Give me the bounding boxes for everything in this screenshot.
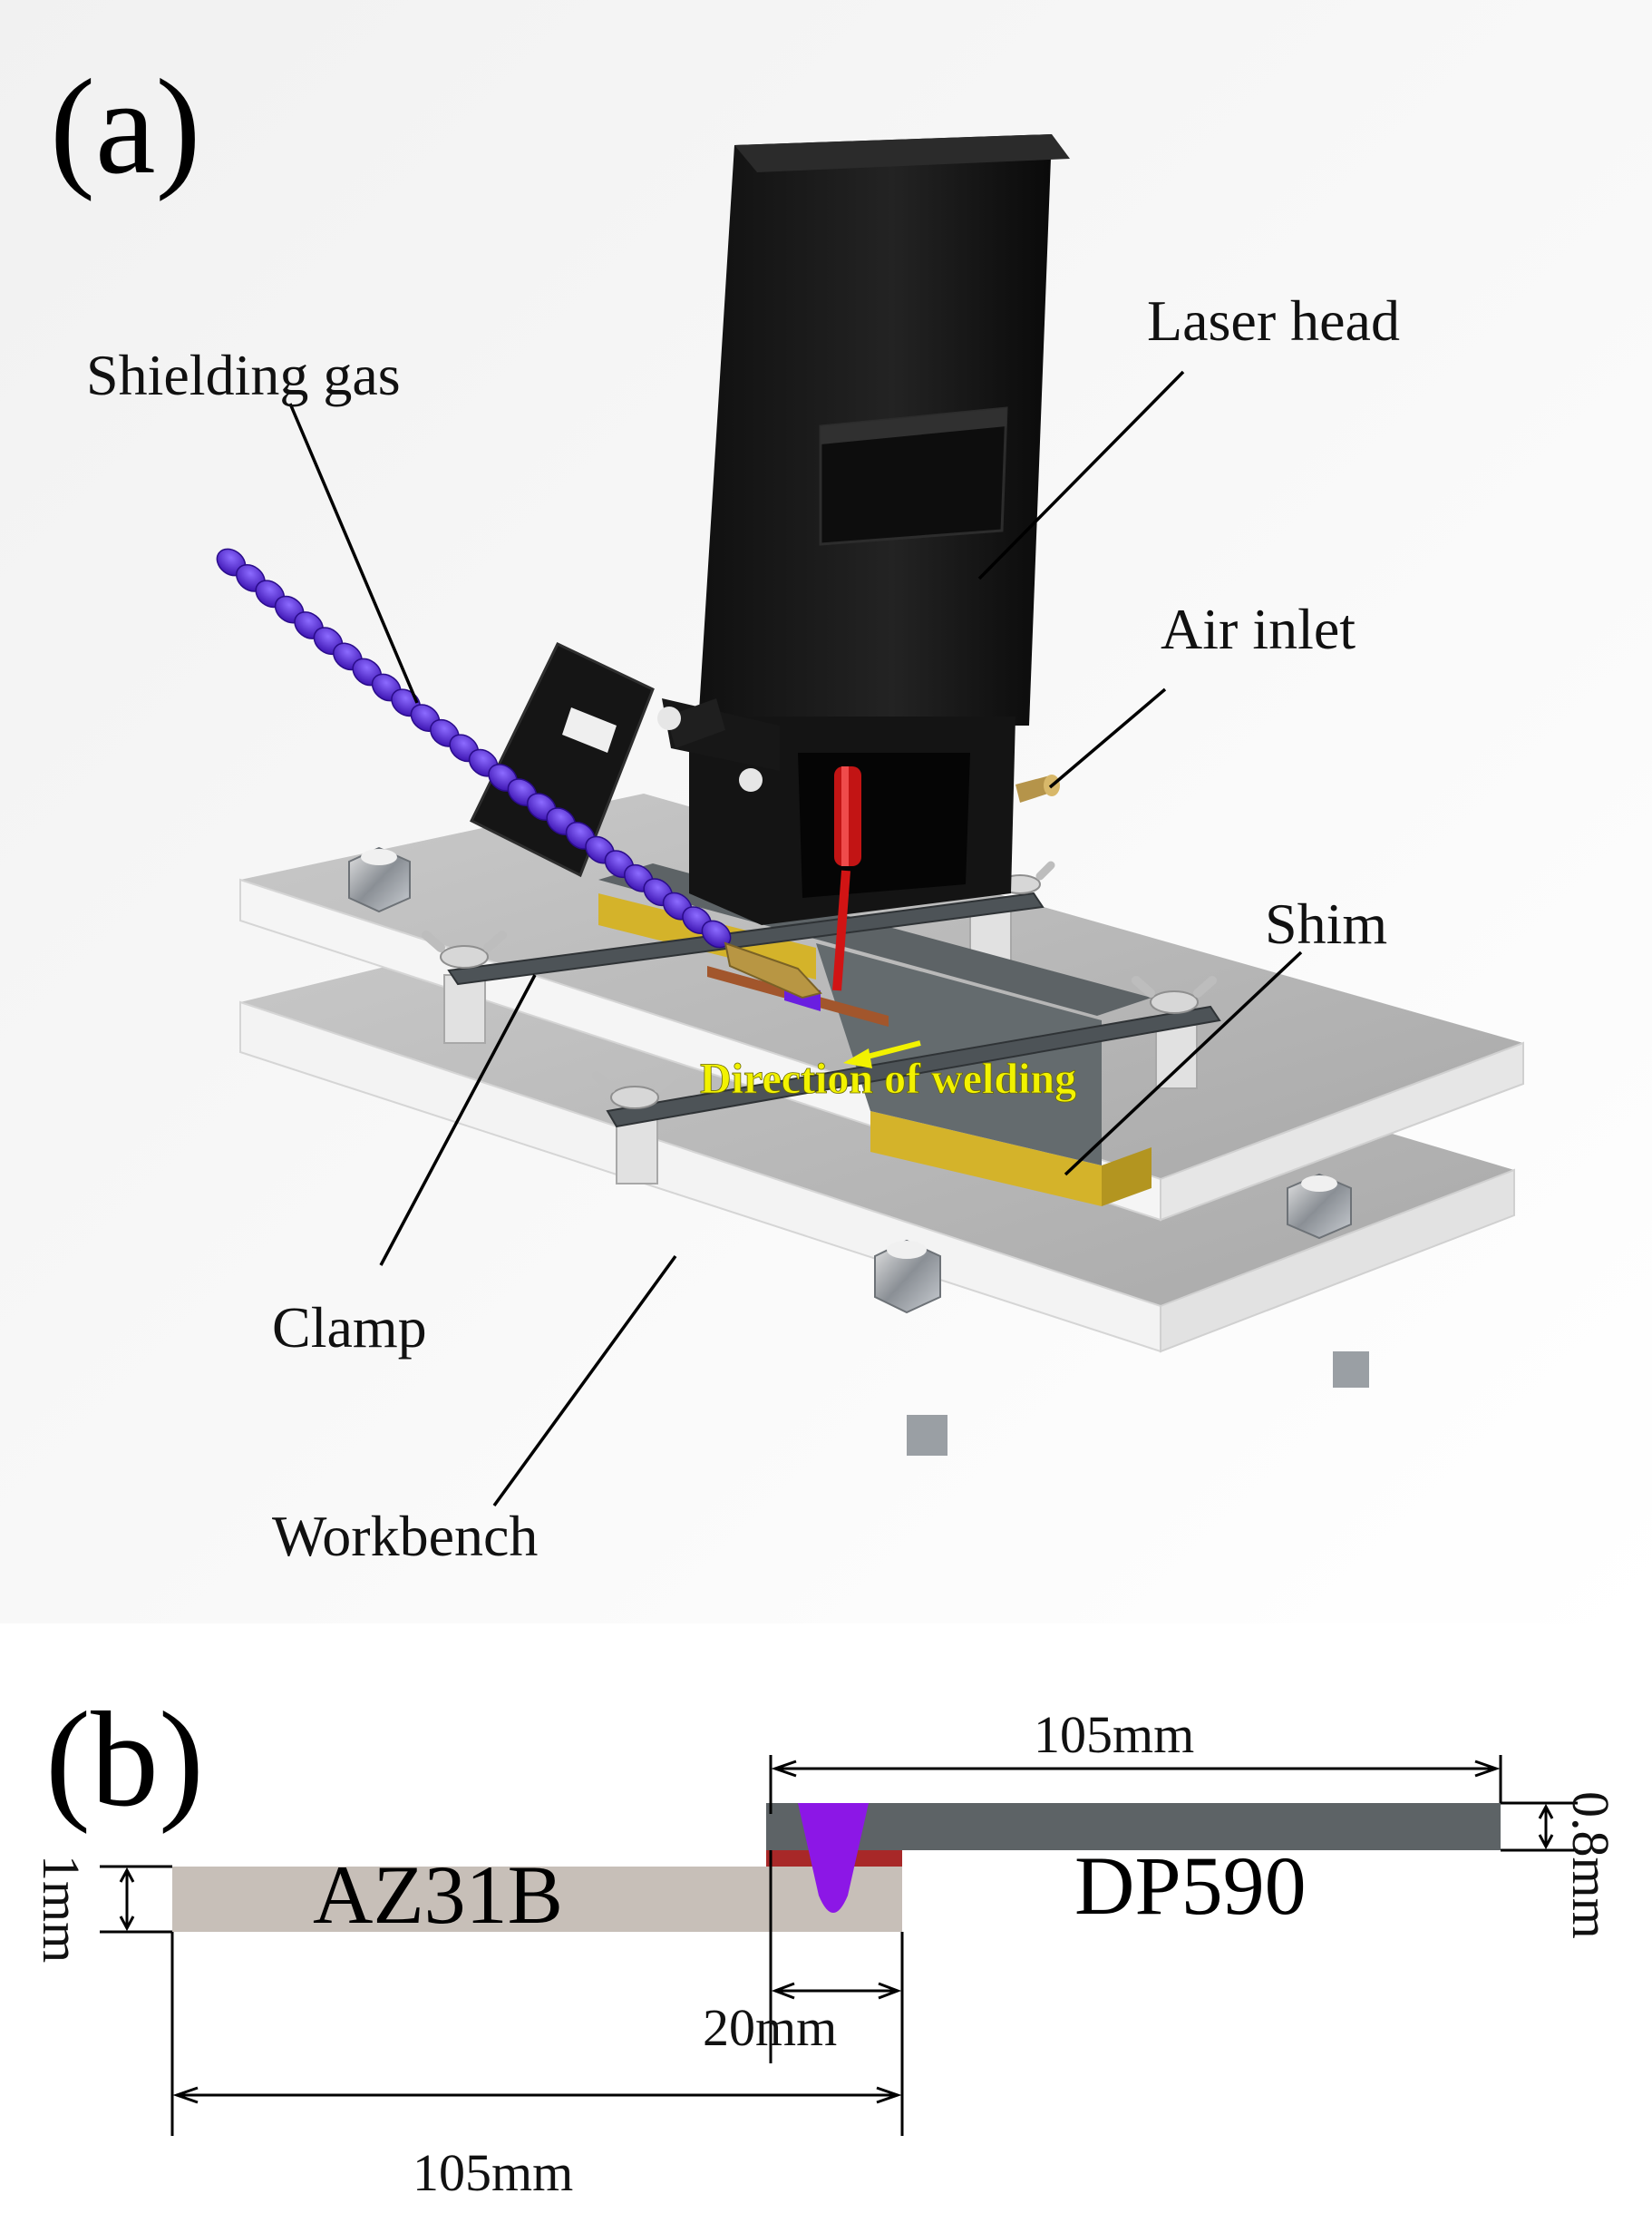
panel-a: (a) bbox=[0, 0, 1652, 1623]
laser-head bbox=[657, 134, 1070, 925]
workbench-bolts bbox=[348, 846, 1352, 1314]
leader-lines bbox=[288, 370, 1303, 1507]
dp590-label: DP590 bbox=[1074, 1839, 1307, 1932]
leader-laser-head bbox=[977, 370, 1185, 580]
panel-a-label: (a) bbox=[50, 52, 200, 202]
leader-workbench bbox=[492, 1254, 677, 1507]
dim-lower-thickness: 1mm bbox=[32, 1855, 91, 1963]
shielding-gas-hose bbox=[216, 548, 732, 949]
nut-back-left bbox=[348, 846, 411, 913]
dim-upper-length: 105mm bbox=[1034, 1705, 1194, 1764]
label-air-inlet: Air inlet bbox=[1161, 597, 1356, 661]
dp590-plate bbox=[766, 1803, 1501, 1850]
dim-lower-length: 105mm bbox=[413, 2143, 573, 2202]
dim-overlap: 20mm bbox=[703, 1998, 837, 2057]
leader-shielding-gas bbox=[288, 403, 419, 704]
dimension-lines bbox=[100, 1755, 1578, 2136]
dimension-labels: 105mm 0.8mm 1mm 20mm 105mm bbox=[32, 1705, 1620, 2202]
panel-b-label: (b) bbox=[45, 1684, 204, 1835]
leader-shim bbox=[1064, 951, 1303, 1176]
wing-nut-2 bbox=[592, 1071, 677, 1109]
leader-clamp bbox=[379, 974, 537, 1266]
panel-b: (b) AZ31B DP590 bbox=[32, 1684, 1620, 2202]
label-shielding-gas: Shielding gas bbox=[86, 343, 401, 407]
clamps bbox=[422, 861, 1221, 1128]
label-workbench: Workbench bbox=[272, 1504, 538, 1568]
dim-upper-thickness: 0.8mm bbox=[1561, 1791, 1620, 1939]
direction-indicator: Direction of welding bbox=[700, 1040, 1076, 1103]
az31b-plate bbox=[172, 1867, 902, 1932]
label-laser-head: Laser head bbox=[1147, 288, 1400, 353]
label-shim: Shim bbox=[1265, 892, 1387, 956]
wing-nut-1 bbox=[422, 931, 507, 969]
gas-nozzle-tip bbox=[724, 941, 822, 999]
direction-label: Direction of welding bbox=[700, 1055, 1076, 1103]
callout-labels: Laser head Shielding gas Air inlet Shim … bbox=[86, 288, 1400, 1568]
wing-nut-3 bbox=[1132, 976, 1217, 1014]
weld-seam bbox=[798, 1803, 869, 1913]
laser-beam bbox=[832, 870, 850, 991]
nut-back-right bbox=[1287, 1173, 1352, 1240]
label-clamp: Clamp bbox=[272, 1295, 427, 1360]
az31b-label: AZ31B bbox=[313, 1848, 563, 1941]
nut-front bbox=[874, 1239, 941, 1314]
gas-nozzle-bracket bbox=[470, 642, 655, 878]
leader-air-inlet bbox=[1048, 687, 1167, 789]
